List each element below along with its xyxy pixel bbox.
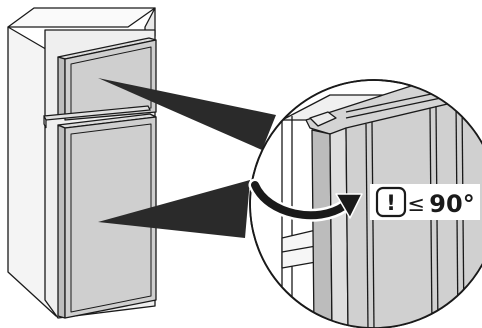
pointer-wedge-bottom bbox=[98, 180, 250, 238]
pointer-wedge-top bbox=[98, 78, 276, 150]
warning-symbol: ! bbox=[386, 191, 396, 215]
rotation-arrow-icon bbox=[248, 178, 363, 222]
middle-hinge bbox=[43, 105, 151, 129]
fridge-door bbox=[57, 113, 157, 319]
freezer-door bbox=[57, 37, 157, 121]
angle-limit-text: 90° bbox=[429, 190, 474, 218]
pointer-wedges bbox=[98, 78, 276, 238]
opening-angle-label: ! ≤ 90° bbox=[370, 184, 480, 220]
less-or-equal-symbol: ≤ bbox=[407, 192, 425, 216]
warning-icon: ! bbox=[375, 186, 407, 218]
